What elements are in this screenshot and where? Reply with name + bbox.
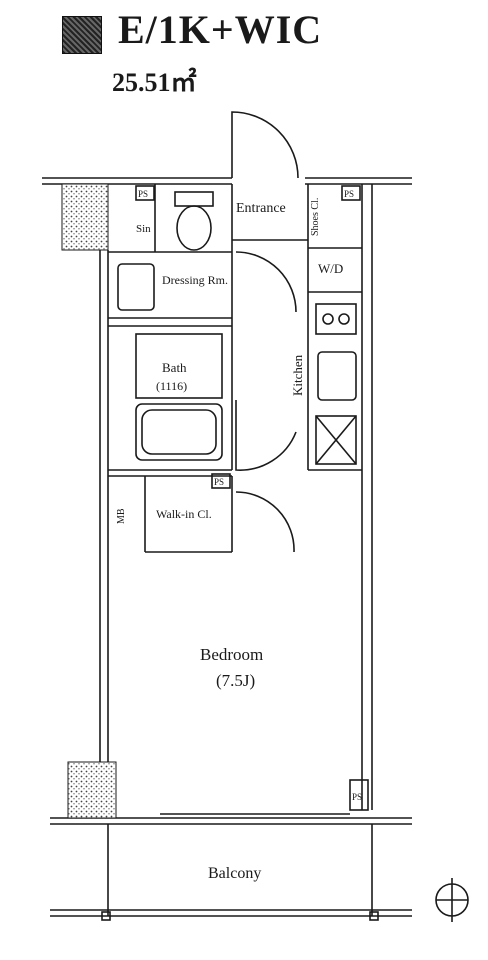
sin-label: Sin: [136, 223, 151, 235]
bath-door: [235, 400, 297, 471]
walkin-door: [235, 491, 295, 553]
ps-label-2: PS: [344, 189, 354, 199]
dressing-label: Dressing Rm.: [162, 273, 228, 287]
walkin-label: Walk-in Cl.: [156, 507, 212, 521]
plan-area: 25.51㎡: [112, 68, 197, 97]
entrance-door: [231, 111, 299, 179]
sink: [117, 263, 155, 311]
kitchen-label: Kitchen: [290, 354, 305, 396]
bath-size-label: (1116): [156, 379, 187, 393]
shoes-label: Shoes Cl.: [310, 198, 321, 236]
balcony-label: Balcony: [208, 865, 261, 882]
plan-title: E/1K+WIC: [118, 7, 323, 52]
column-top-left: [61, 183, 109, 251]
ps-label-4: PS: [352, 792, 362, 802]
stove: [315, 303, 357, 335]
wd-label: W/D: [318, 261, 343, 276]
mb-label: MB: [116, 508, 127, 524]
toilet-bowl: [176, 205, 212, 251]
plan-type-marker: [62, 16, 102, 54]
toilet-tank: [174, 191, 214, 207]
bedroom-size-label: (7.5J): [216, 671, 255, 690]
column-bottom-left: [67, 761, 117, 819]
ps-label-1: PS: [138, 189, 148, 199]
bathtub: [135, 403, 223, 461]
entrance-label: Entrance: [236, 201, 286, 216]
bath-label: Bath: [162, 360, 187, 375]
kitchen-sink: [317, 351, 357, 401]
bedroom-label: Bedroom: [200, 645, 263, 664]
ps-label-3: PS: [214, 477, 224, 487]
fridge-space: [315, 415, 357, 465]
